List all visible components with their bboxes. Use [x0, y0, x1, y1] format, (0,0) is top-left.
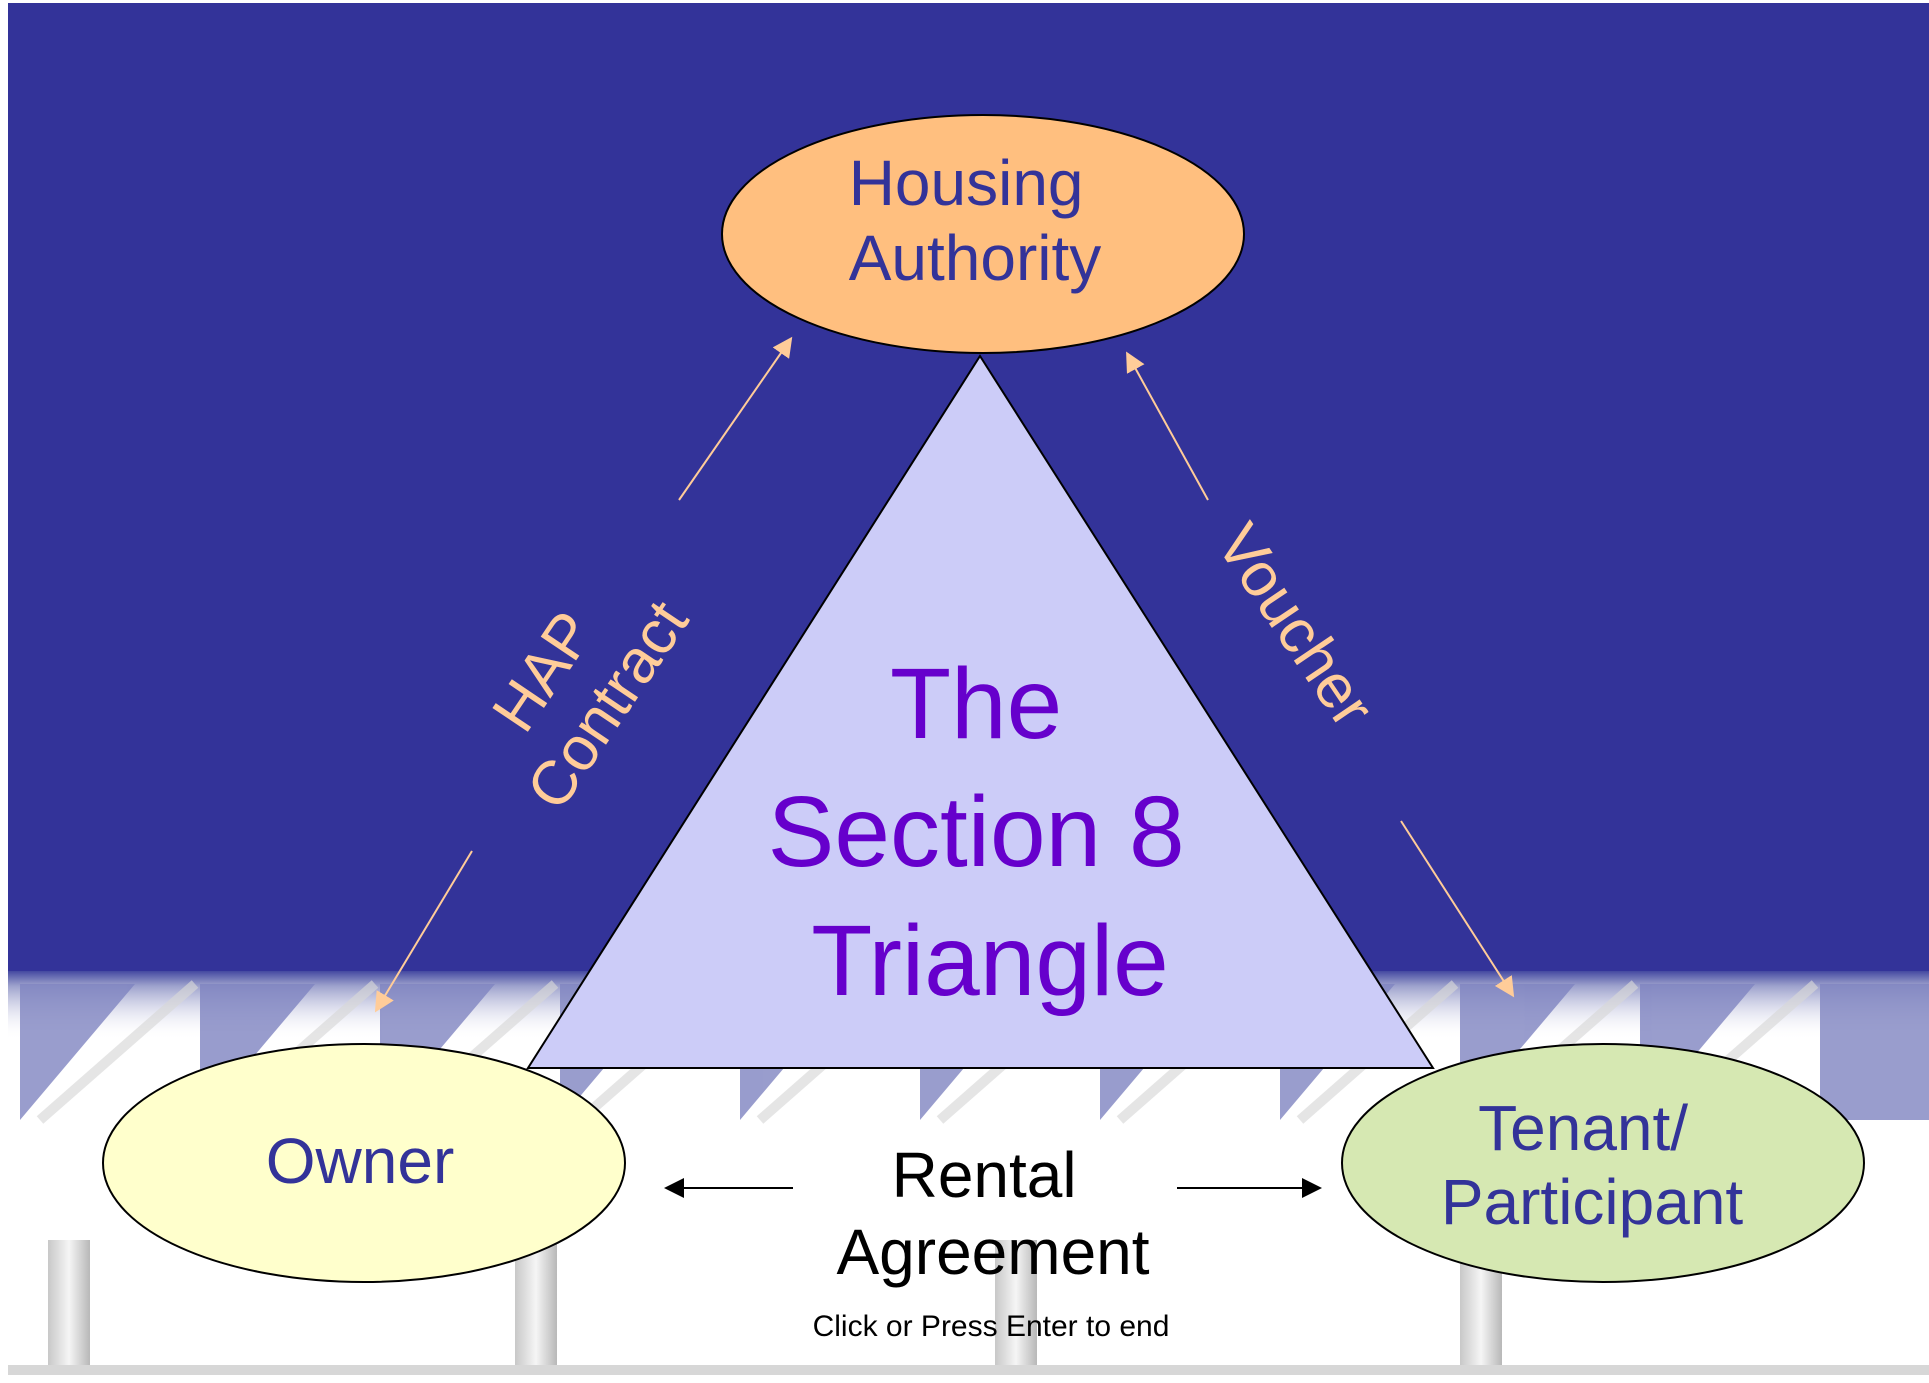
pattern-post	[995, 1240, 1037, 1365]
housing-authority-line-2: Authority	[849, 222, 1102, 294]
voucher-arrows	[1126, 351, 1515, 998]
pattern-bottom-rail	[8, 1365, 1929, 1375]
tenant-label: Tenant/ Participant	[1441, 1092, 1744, 1238]
footer-instruction: Click or Press Enter to end	[813, 1310, 1170, 1343]
triangle-title-line-2: Section 8	[768, 776, 1185, 888]
rental-agreement-line-1: Rental	[892, 1139, 1077, 1211]
housing-authority-label: Housing Authority	[849, 147, 1102, 294]
diagonal-arrow-icon	[1126, 351, 1209, 501]
pattern-post	[48, 1240, 90, 1365]
owner-node	[102, 1043, 626, 1283]
owner-label: Owner	[266, 1125, 455, 1197]
diagonal-arrow-icon	[1400, 820, 1515, 998]
tenant-line-2: Participant	[1441, 1166, 1744, 1238]
tenant-line-1: Tenant/	[1478, 1092, 1688, 1164]
triangle-title-line-3: Triangle	[811, 905, 1169, 1017]
rental-agreement-line-2: Agreement	[836, 1216, 1149, 1288]
rental-agreement-label: Rental Agreement	[836, 1139, 1149, 1288]
hap-contract-arrows	[374, 336, 793, 1013]
diagonal-arrow-icon	[374, 850, 473, 1013]
triangle-title: The Section 8 Triangle	[768, 648, 1213, 1017]
diagonal-arrow-icon	[678, 336, 793, 501]
triangle-title-line-1: The	[890, 648, 1062, 760]
section-8-triangle	[526, 354, 1435, 1069]
housing-authority-line-1: Housing	[849, 147, 1084, 219]
tenant-node	[1341, 1043, 1865, 1283]
pattern-diagonal	[1820, 984, 1929, 1120]
housing-authority-node	[721, 114, 1245, 354]
pattern-post	[515, 1240, 557, 1365]
pattern-stroke	[36, 980, 199, 1124]
pattern-diagonal	[20, 984, 135, 1120]
